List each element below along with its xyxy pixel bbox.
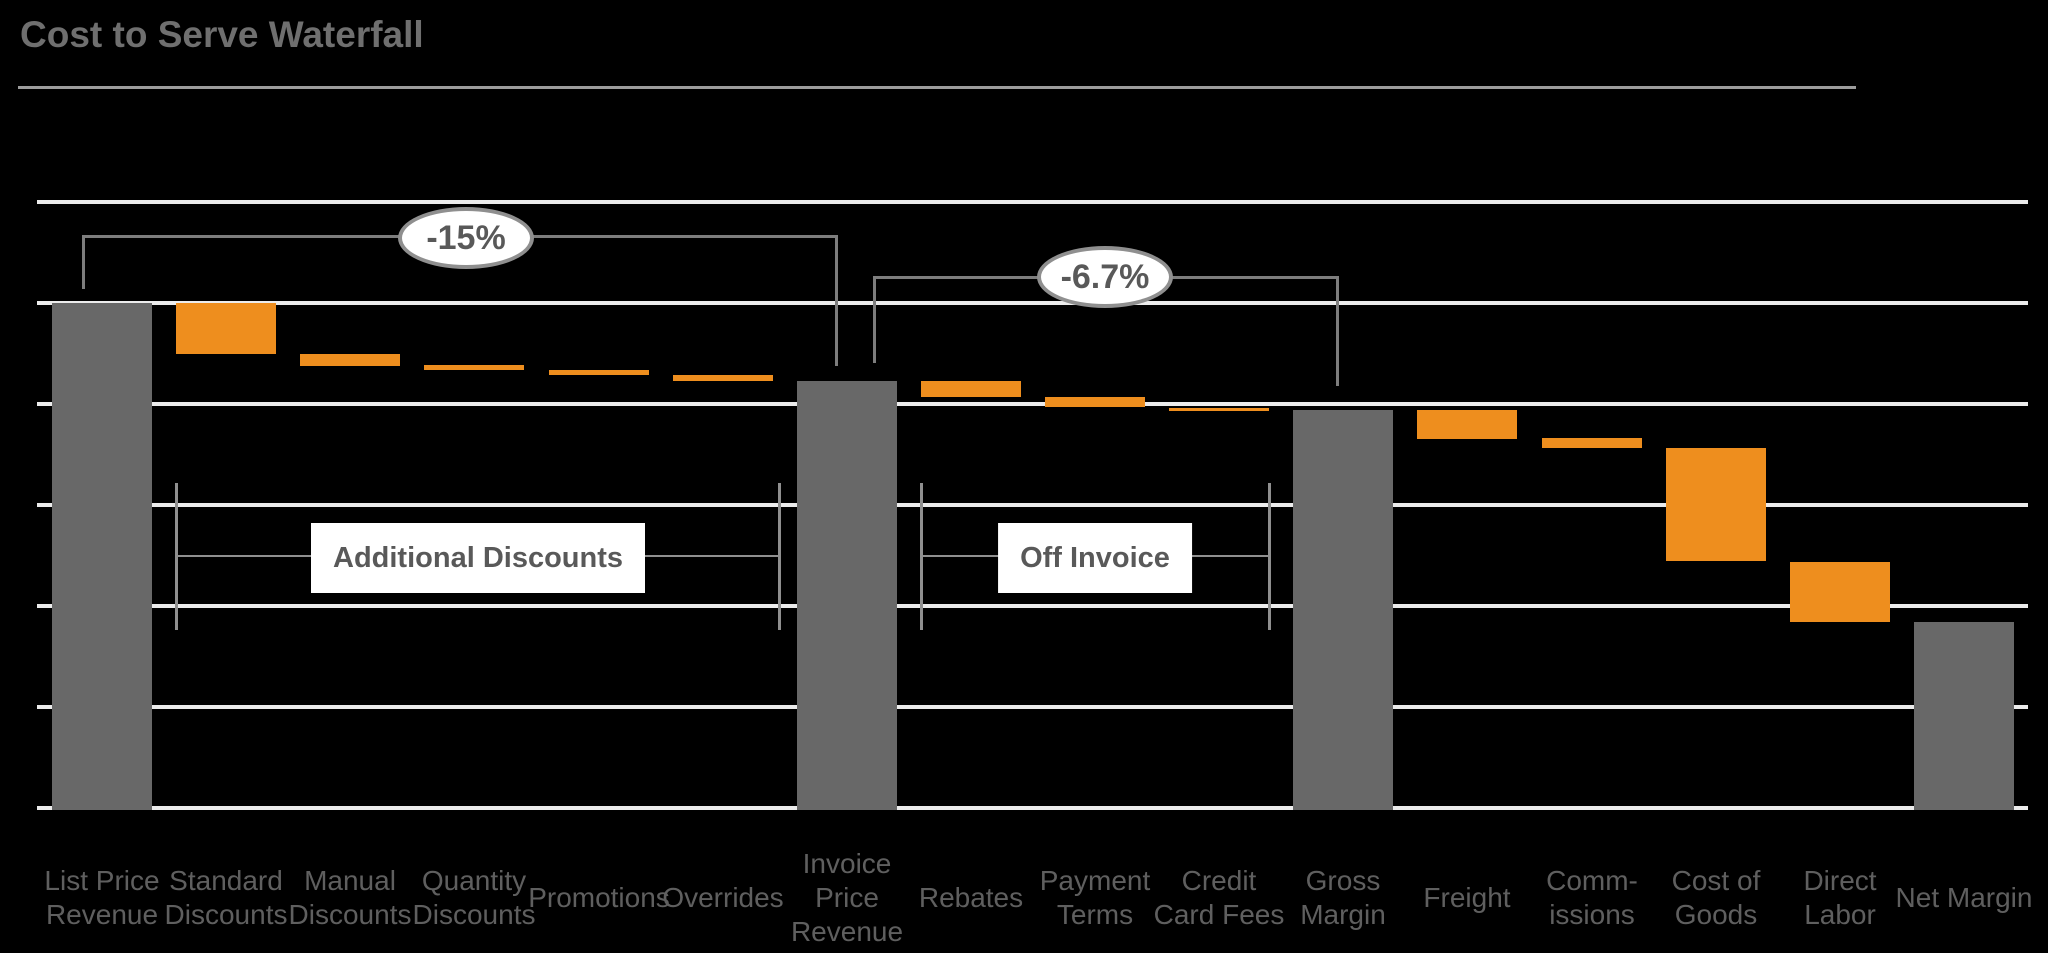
bar-direct-labor xyxy=(1790,562,1890,622)
axis-label-net-margin: Net Margin xyxy=(1895,882,2033,913)
bar-cost-of-goods xyxy=(1666,448,1766,561)
gridline xyxy=(37,200,2028,204)
off-invoice-label: Off Invoice xyxy=(1020,541,1170,574)
off-invoice-bracket-left-leg xyxy=(873,276,876,363)
additional-discounts-label: Additional Discounts xyxy=(333,541,623,574)
gridline xyxy=(37,806,2028,810)
gridline xyxy=(37,604,2028,608)
axis-label-manual-discounts: Manual Discounts xyxy=(288,865,412,930)
bar-list-price-revenue xyxy=(52,303,152,810)
bar-gross-margin xyxy=(1293,410,1393,810)
axis-label-quantity-discounts: Quantity Discounts xyxy=(412,865,536,930)
axis-label-rebates: Rebates xyxy=(918,882,1024,913)
bar-quantity-discounts xyxy=(424,365,524,370)
off-invoice-total-oval: -6.7% xyxy=(1037,246,1173,308)
axis-label-promotions: Promotions xyxy=(528,882,670,913)
bar-rebates xyxy=(921,381,1021,397)
title-underline xyxy=(18,86,1856,89)
discount-total-oval: -15% xyxy=(398,207,534,269)
axis-label-invoice-price-revenue: Invoice Price Revenue xyxy=(790,848,904,947)
gridline xyxy=(37,402,2028,406)
axis-label-overrides: Overrides xyxy=(662,882,784,913)
bar-commissions xyxy=(1542,438,1642,448)
additional-discounts-label-box: Additional Discounts xyxy=(311,523,645,593)
discount-bracket-right-leg xyxy=(835,235,838,366)
bar-overrides xyxy=(673,375,773,381)
axis-label-payment-terms: Payment Terms xyxy=(1039,865,1151,930)
off-invoice-label-box: Off Invoice xyxy=(998,523,1192,593)
axis-label-cost-of-goods: Cost of Goods xyxy=(1671,865,1761,930)
axis-label-credit-card-fees: Credit Card Fees xyxy=(1153,865,1285,930)
axis-label-list-price-revenue: List Price Revenue xyxy=(44,865,160,930)
discount-bracket-left-leg xyxy=(82,235,85,289)
gridline xyxy=(37,503,2028,507)
off-invoice-bracket-right-leg xyxy=(1336,276,1339,386)
bar-standard-discounts xyxy=(176,303,276,354)
bar-payment-terms xyxy=(1045,397,1145,407)
axis-label-gross-margin: Gross Margin xyxy=(1300,865,1386,930)
discount-total-text: -15% xyxy=(426,218,506,257)
bar-promotions xyxy=(549,370,649,375)
bar-credit-card-fees xyxy=(1169,408,1269,411)
bar-freight xyxy=(1417,410,1517,439)
axis-label-commissions: Comm- issions xyxy=(1546,865,1638,930)
page-title: Cost to Serve Waterfall xyxy=(20,14,424,55)
axis-label-direct-labor: Direct Labor xyxy=(1803,865,1877,930)
gridline xyxy=(37,705,2028,709)
bar-manual-discounts xyxy=(300,354,400,366)
axis-label-freight: Freight xyxy=(1423,882,1511,913)
bar-net-margin xyxy=(1914,622,2014,810)
gridline xyxy=(37,301,2028,305)
off-invoice-total-text: -6.7% xyxy=(1060,257,1150,296)
axis-label-standard-discounts: Standard Discounts xyxy=(164,865,288,930)
bar-invoice-price-revenue xyxy=(797,381,897,810)
